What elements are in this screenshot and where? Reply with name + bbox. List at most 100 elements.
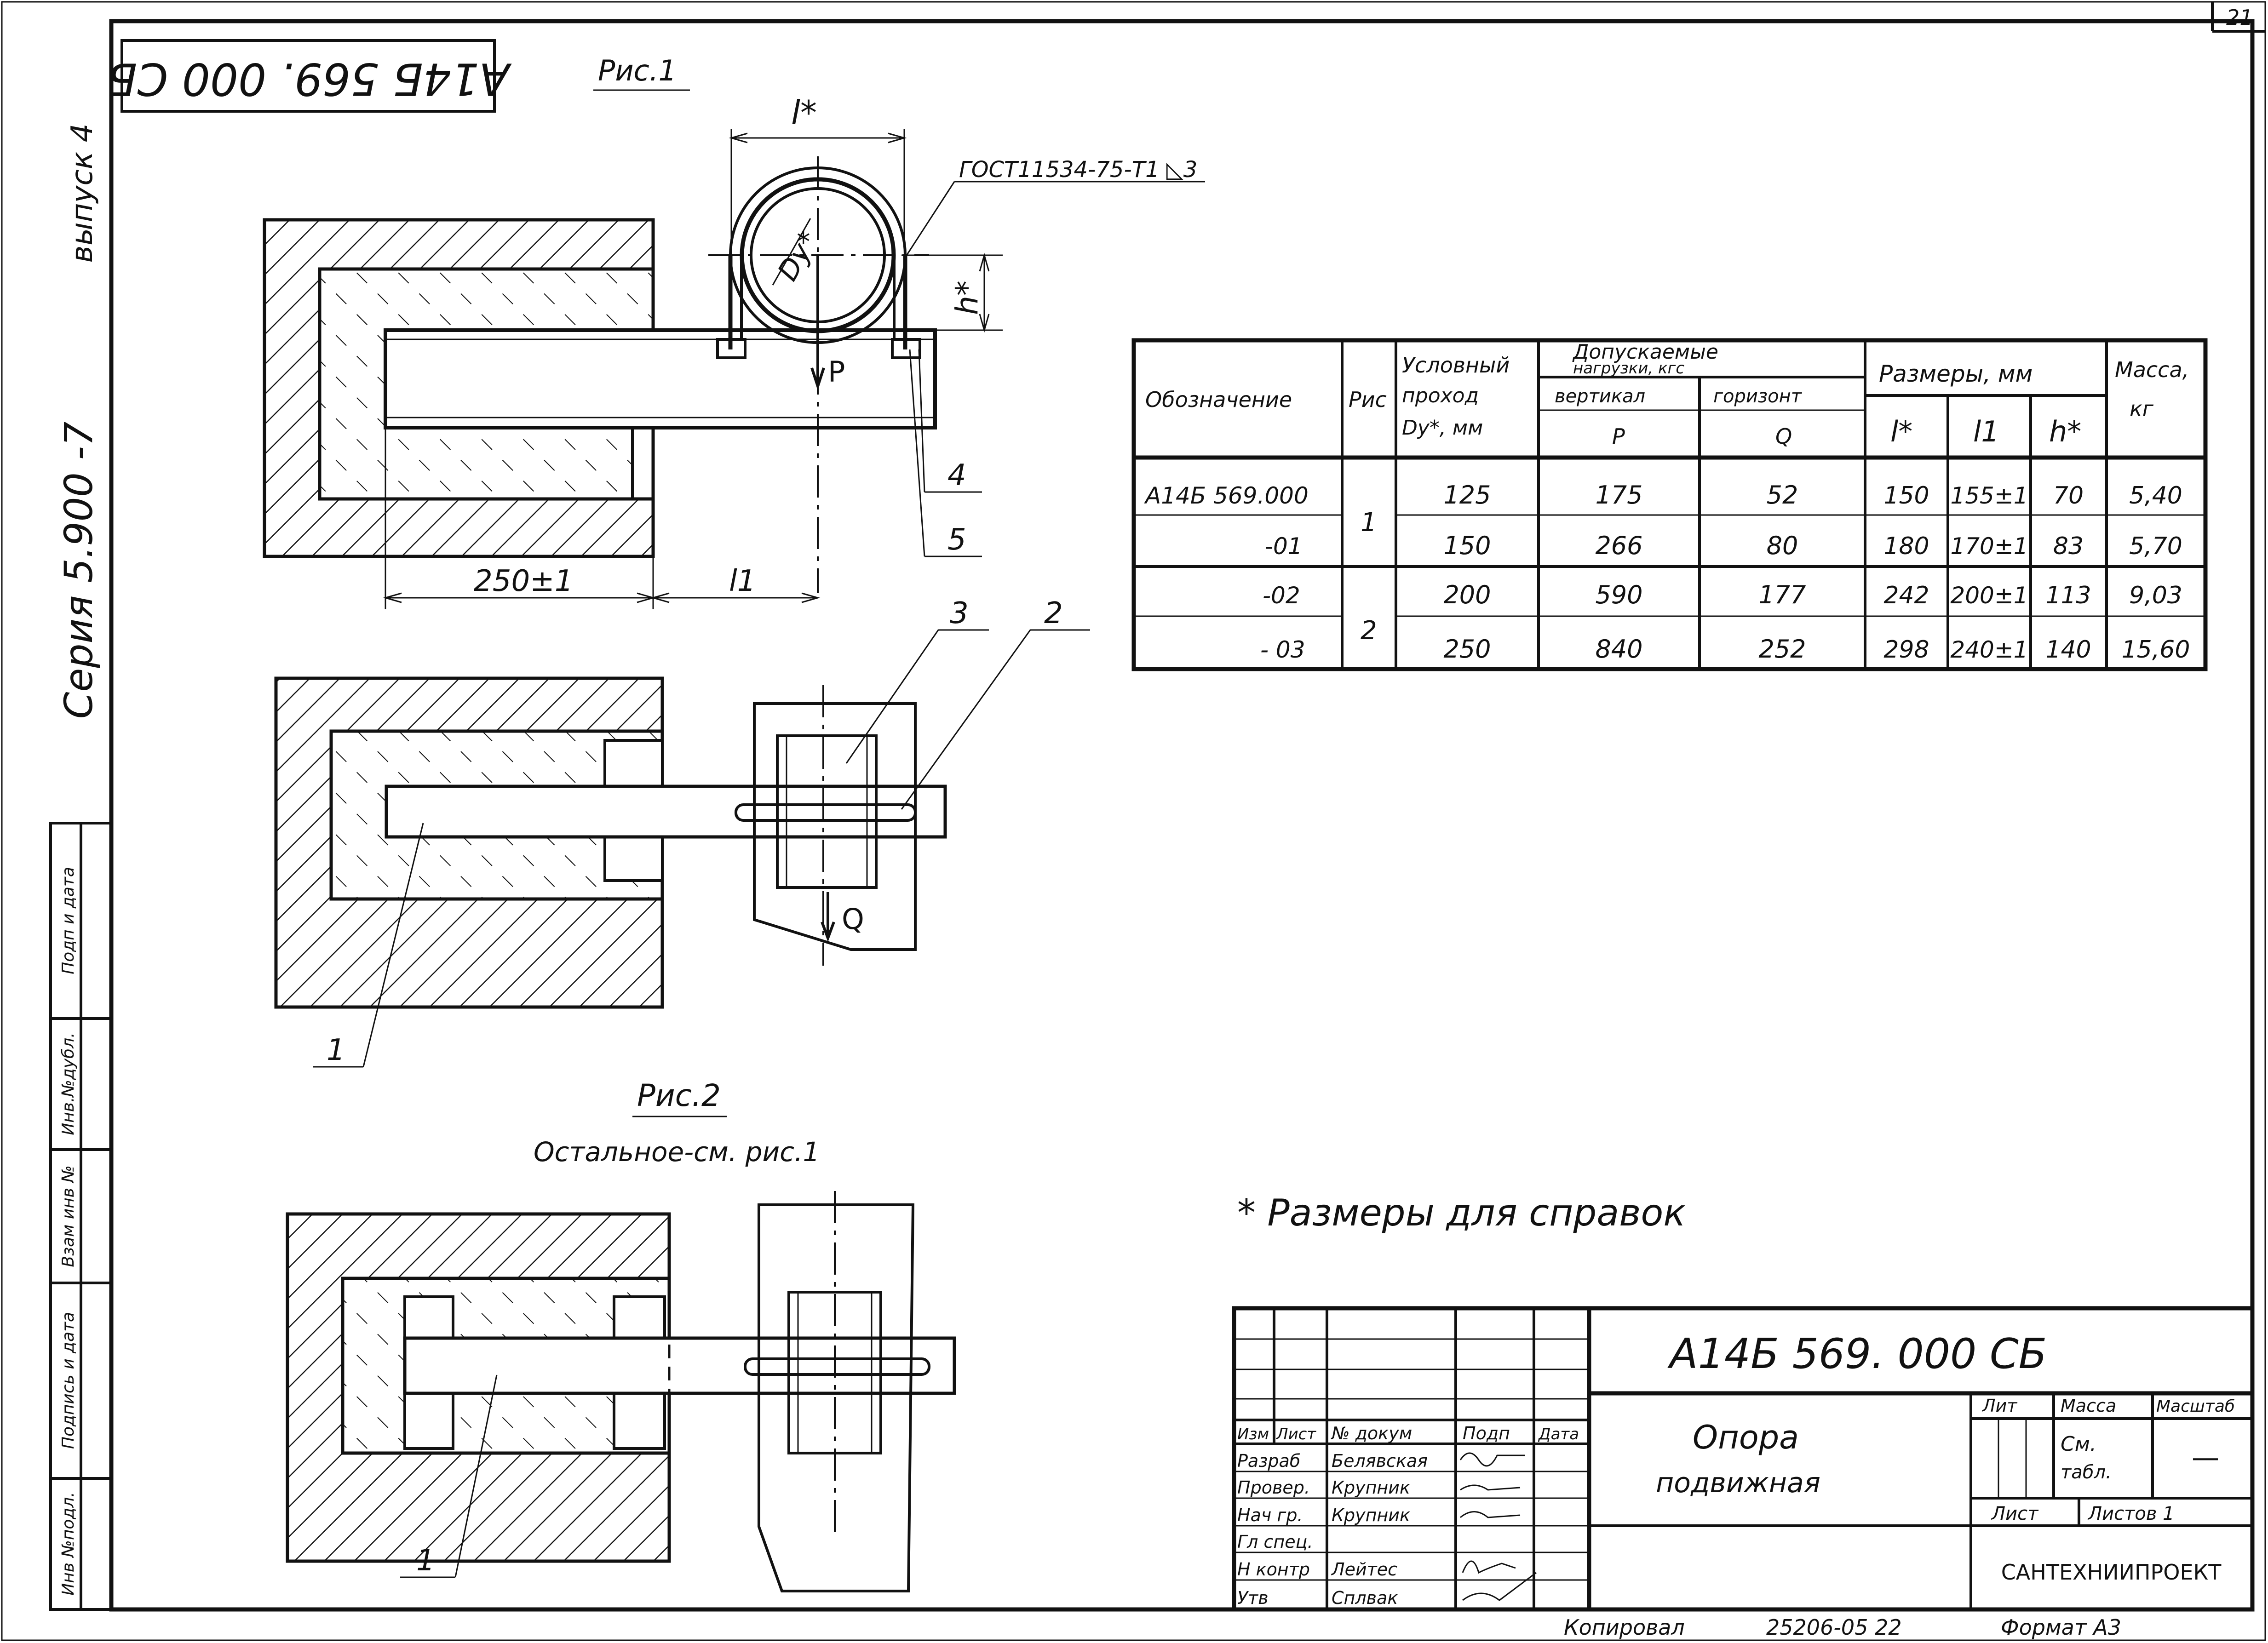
th-bore-2: проход	[1402, 384, 1479, 407]
sheet-label: Лист	[1991, 1503, 2039, 1524]
cell-p: 840	[1595, 635, 1642, 664]
cell-q: 52	[1767, 481, 1798, 510]
col-list: Лист	[1275, 1425, 1316, 1443]
col-izm: Изм	[1237, 1425, 1269, 1443]
signature-marks	[1459, 1452, 1537, 1601]
col-doc: № докум	[1331, 1423, 1412, 1443]
th-bore-3: Dу*, мм	[1402, 416, 1483, 440]
th-loads-1: Допускаемые	[1572, 340, 1718, 364]
th-p: P	[1612, 424, 1625, 449]
series-label: Серия 5.900 -7	[56, 422, 101, 719]
name-developer: Белявская	[1332, 1451, 1428, 1471]
cell-l: 298	[1883, 636, 1929, 664]
th-designation: Обозначение	[1145, 387, 1292, 412]
mass-value-2: табл.	[2061, 1462, 2112, 1483]
name-norm: Лейтес	[1331, 1559, 1397, 1580]
table-row: А14Б 569.000 1 125 175 52 150 155±1 70 5…	[1144, 481, 2182, 538]
role-norm: Н контр	[1237, 1559, 1310, 1580]
th-q: Q	[1775, 424, 1792, 449]
rotated-code-text: А14Б 569. 000 СБ	[107, 53, 512, 105]
load-p: P	[828, 355, 845, 389]
cell-h: 70	[2053, 482, 2084, 510]
callout-1-fig2: 1	[416, 1544, 435, 1578]
dim-l1: l1	[729, 564, 756, 598]
th-vertical: вертикал	[1555, 386, 1645, 407]
cell-p: 175	[1595, 481, 1642, 510]
table-row: - 03 250 840 252 298 240±1 140 15,60	[1260, 635, 2190, 664]
th-loads-2: нагрузки, кгс	[1573, 359, 1684, 378]
cell-l: 180	[1883, 532, 1929, 560]
cell-l1: 240±1	[1950, 636, 2028, 663]
side-cell-sign-date-2: Подп и дата	[59, 867, 78, 974]
figure-1-elevation: Рис.1 P Dу* l*	[263, 54, 1205, 609]
th-l-star: l*	[1890, 415, 1912, 448]
figure-1-plan: Q 1 3 2	[274, 596, 1090, 1068]
cell-fig: 2	[1361, 616, 1377, 646]
cell-mass: 5,70	[2129, 532, 2182, 560]
th-horizontal: горизонт	[1713, 386, 1803, 407]
scale-label: Масштаб	[2156, 1397, 2235, 1416]
rotated-code-stamp: А14Б 569. 000 СБ	[107, 39, 512, 113]
name-head: Крупник	[1332, 1505, 1410, 1525]
role-developer: Разраб	[1237, 1451, 1300, 1471]
th-mass-1: Масса,	[2115, 357, 2189, 382]
beam-flange	[753, 702, 917, 951]
weld-note: ГОСТ11534-75-Т1 ◺3	[959, 157, 1197, 183]
cell-h: 113	[2045, 582, 2091, 609]
cantilever-bar	[384, 328, 937, 429]
doc-code: А14Б 569. 000 СБ	[1667, 1330, 2047, 1378]
role-head: Нач гр.	[1237, 1505, 1303, 1525]
th-mass-2: кг	[2130, 396, 2154, 421]
cell-mass: 9,03	[2129, 582, 2182, 609]
mass-label: Масса	[2061, 1396, 2116, 1416]
th-bore-1: Условный	[1402, 353, 1510, 378]
callout-1: 1	[327, 1033, 345, 1067]
sheets-label: Листов 1	[2087, 1503, 2175, 1524]
side-cell-inv: Инв №подл.	[59, 1492, 78, 1595]
footer: Копировал 25206-05 22 Формат А3	[1564, 1615, 2121, 1640]
col-sign: Подп	[1463, 1423, 1510, 1443]
cell-l1: 155±1	[1950, 482, 2028, 509]
cell-l: 242	[1883, 582, 1929, 609]
dim-h-star: h*	[949, 281, 985, 315]
cell-l1: 200±1	[1950, 582, 2028, 609]
bar-fig2	[403, 1336, 956, 1395]
sheet-number: 21	[2226, 5, 2253, 30]
cell-p: 590	[1595, 580, 1642, 609]
callout-4: 4	[947, 458, 966, 492]
cell-dy: 125	[1443, 481, 1491, 510]
cell-designation: - 03	[1260, 636, 1305, 663]
cell-dy: 150	[1443, 531, 1491, 560]
cell-l1: 170±1	[1950, 533, 2028, 560]
name-checker: Крупник	[1332, 1477, 1410, 1498]
cell-l: 150	[1883, 482, 1929, 510]
title-line-2: подвижная	[1656, 1467, 1820, 1499]
col-date: Дата	[1538, 1425, 1579, 1443]
table-row: -02 2 200 590 177 242 200±1 113 9,03	[1263, 580, 2182, 646]
dim-250: 250±1	[474, 564, 574, 598]
issue-label: выпуск 4	[65, 124, 99, 263]
spec-table: Обозначение Рис Условный проход Dу*, мм …	[1131, 338, 2208, 671]
side-stamp-column: Инв №подл. Подпись и дата Взам инв № Инв…	[49, 822, 113, 1611]
fig2-note: Остальное-см. рис.1	[534, 1136, 820, 1168]
fig2-label: Рис.2	[637, 1078, 721, 1113]
cell-fig: 1	[1361, 508, 1377, 538]
side-cell-dup-inv: Инв.№дубл.	[59, 1032, 78, 1135]
cell-q: 177	[1758, 580, 1806, 609]
cell-dy: 250	[1443, 635, 1491, 664]
th-h-star: h*	[2049, 415, 2081, 448]
th-l1: l1	[1973, 415, 1999, 448]
name-approve: Сплвак	[1332, 1588, 1398, 1608]
left-margin: выпуск 4 Серия 5.900 -7 Инв №подл. Подпи…	[49, 124, 113, 1611]
cell-h: 83	[2053, 532, 2084, 560]
th-dims: Размеры, мм	[1879, 361, 2033, 387]
cell-dy: 200	[1443, 580, 1491, 609]
side-cell-replace-inv: Взам инв №	[59, 1165, 78, 1267]
footer-format: Формат А3	[2001, 1615, 2121, 1640]
title-line-1: Опора	[1693, 1419, 1799, 1456]
cell-designation: -01	[1265, 533, 1303, 560]
role-checker: Провер.	[1237, 1477, 1310, 1498]
lit-label: Лит	[1981, 1396, 2018, 1416]
